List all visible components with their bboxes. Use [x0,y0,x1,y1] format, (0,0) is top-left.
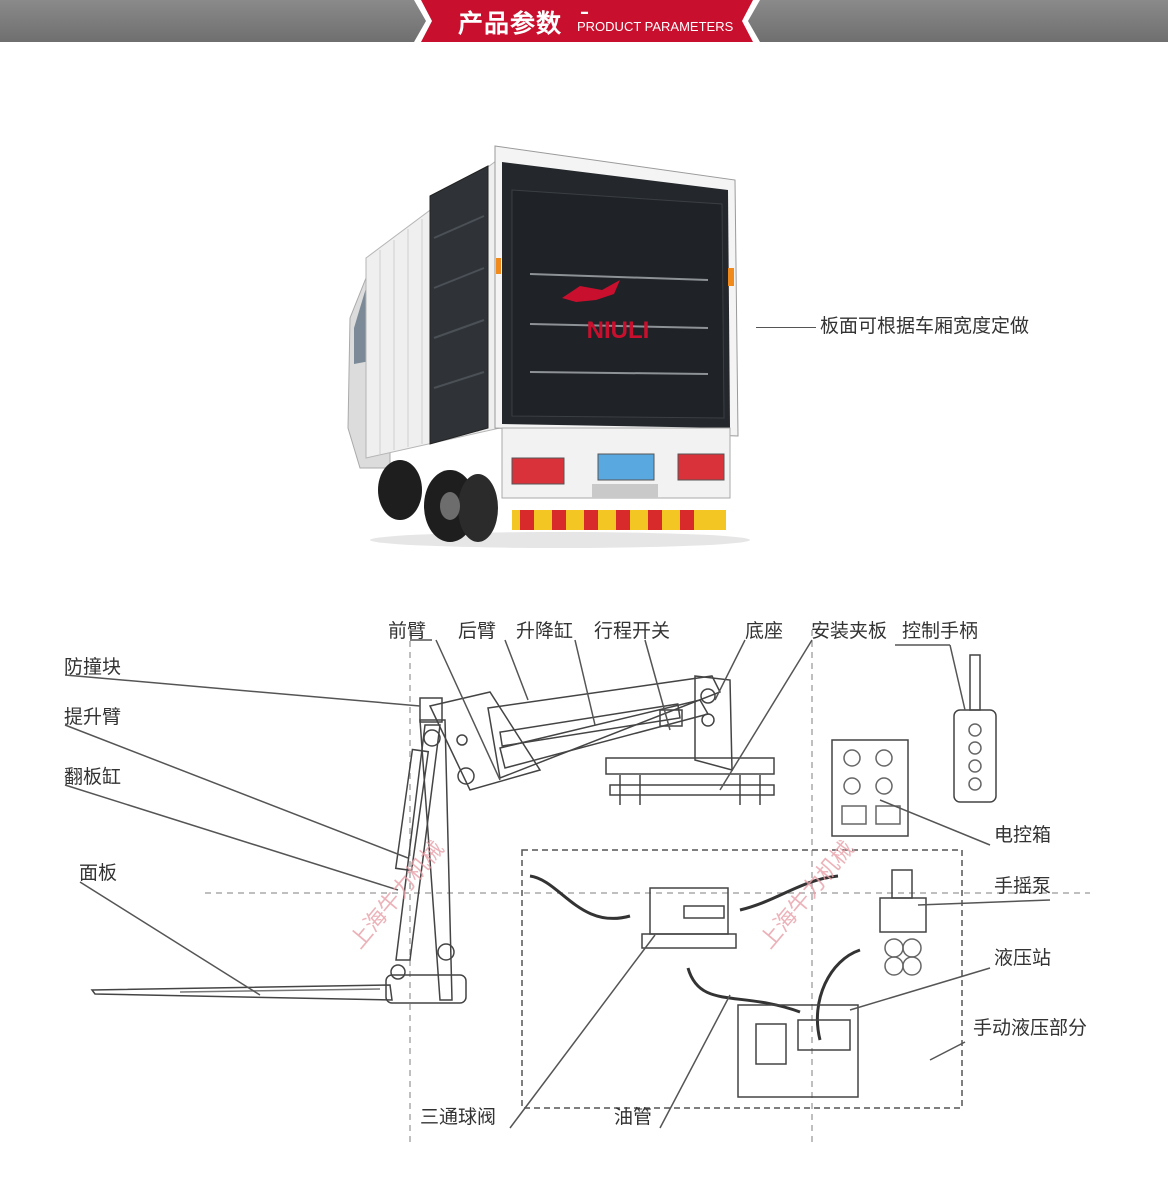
label-oil-pipe: 油管 [614,1106,653,1128]
label-control-box: 电控箱 [994,824,1052,846]
label-travel-switch: 行程开关 [594,620,671,642]
watermark-right: 上海牛力机械 [755,837,859,954]
label-control-handle: 控制手柄 [902,620,979,642]
label-manual-hydraulic: 手动液压部分 [973,1017,1088,1039]
label-lift-cylinder: 升降缸 [516,620,574,642]
callout-leader-line [756,327,816,328]
truck-brand-logo: NIULI [587,317,650,344]
page-subtitle: PRODUCT PARAMETERS [577,19,734,34]
banner-ribbon [414,0,760,42]
truck-photo: NIULI [347,145,750,548]
label-base: 底座 [745,620,784,642]
panel-width-callout: 板面可根据车厢宽度定做 [820,315,1030,337]
page-title: 产品参数 [458,9,563,38]
label-platform: 面板 [79,862,118,884]
label-hand-pump: 手摇泵 [994,875,1052,897]
label-anti-collision-block: 防撞块 [64,656,122,678]
label-front-arm: 前臂 [388,620,427,642]
tail-lift-diagram: 上海牛力机械 上海牛力机械 [64,630,1090,1145]
bull-logo-icon [562,280,620,302]
label-mount-clamp: 安装夹板 [811,620,888,642]
label-lift-arm: 提升臂 [64,706,122,728]
label-tilt-cylinder: 翻板缸 [64,766,122,788]
label-hydraulic-station: 液压站 [994,947,1052,969]
title-dash: – [580,2,589,23]
label-three-way-valve: 三通球阀 [420,1106,497,1128]
header-banner: 产品参数 – PRODUCT PARAMETERS [0,0,1168,42]
label-rear-arm: 后臂 [458,620,497,642]
